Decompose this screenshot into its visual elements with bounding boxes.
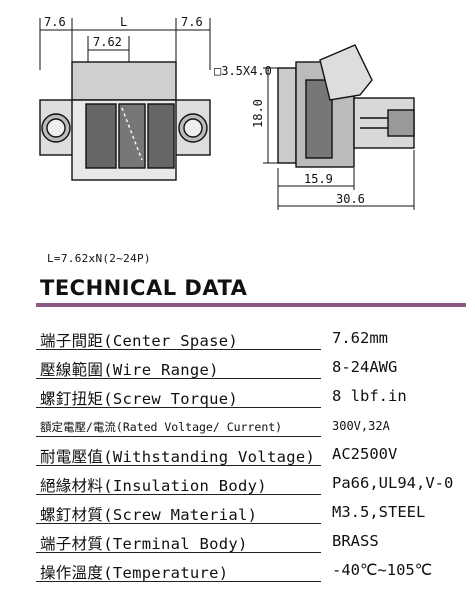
- spec-label: 操作溫度(Temperature): [40, 564, 229, 582]
- spec-row: 額定電壓/電流(Rated Voltage/ Current) 300V,32A: [36, 412, 466, 441]
- dim-left: 7.6: [44, 15, 66, 29]
- connector-drawing: 7.6 L 7.6 7.62 □3.5X4.0 18: [39, 15, 415, 210]
- spec-value: AC2500V: [332, 445, 398, 463]
- spec-underline: [36, 465, 321, 466]
- spec-value: M3.5,STEEL: [332, 503, 426, 521]
- spec-value: BRASS: [332, 532, 379, 550]
- spec-underline: [36, 494, 321, 495]
- spec-row: 螺釘材質(Screw Material) M3.5,STEEL: [36, 499, 466, 528]
- spec-label: 螺釘材質(Screw Material): [40, 506, 258, 524]
- spec-underline: [36, 349, 321, 350]
- spec-row: 端子材質(Terminal Body) BRASS: [36, 528, 466, 557]
- spec-row: 端子間距(Center Spase) 7.62mm: [36, 325, 466, 354]
- spec-row: 螺釘扭矩(Screw Torque) 8 lbf.in: [36, 383, 466, 412]
- spec-row: 絕緣材料(Insulation Body) Pa66,UL94,V-0: [36, 470, 466, 499]
- dim-pitch: 7.62: [93, 35, 122, 49]
- dim-right: 7.6: [181, 15, 203, 29]
- spec-value: 8-24AWG: [332, 358, 398, 376]
- spec-label: 耐電壓值(Withstanding Voltage): [40, 448, 316, 466]
- dim-height: 18.0: [251, 99, 265, 128]
- spec-row: 壓線範圍(Wire Range) 8-24AWG: [36, 354, 466, 383]
- spec-underline: [36, 436, 321, 437]
- spec-value: 7.62mm: [332, 329, 388, 347]
- spec-label: 壓線範圍(Wire Range): [40, 361, 219, 379]
- spec-label: 端子間距(Center Spase): [40, 332, 239, 350]
- spec-label: 螺釘扭矩(Screw Torque): [40, 390, 239, 408]
- spec-value: -40℃~105℃: [332, 561, 433, 579]
- dim-depth-small: 15.9: [304, 172, 333, 186]
- length-formula: L=7.62xN(2~24P): [47, 252, 151, 265]
- spec-underline: [36, 581, 321, 582]
- spec-value: 300V,32A: [332, 419, 390, 433]
- spec-label: 額定電壓/電流(Rated Voltage/ Current): [40, 420, 283, 434]
- spec-value: Pa66,UL94,V-0: [332, 474, 454, 492]
- section-heading: TECHNICAL DATA: [40, 276, 248, 300]
- spec-underline: [36, 378, 321, 379]
- dim-depth-total: 30.6: [336, 192, 365, 206]
- spec-table: 端子間距(Center Spase) 7.62mm 壓線範圍(Wire Rang…: [36, 325, 466, 586]
- dim-center: L: [120, 15, 127, 29]
- spec-underline: [36, 407, 321, 408]
- dim-pin: □3.5X4.0: [214, 64, 272, 78]
- spec-row: 耐電壓值(Withstanding Voltage) AC2500V: [36, 441, 466, 470]
- front-view: [39, 61, 211, 181]
- spec-label: 端子材質(Terminal Body): [40, 535, 248, 553]
- spec-label: 絕緣材料(Insulation Body): [40, 477, 267, 495]
- spec-underline: [36, 523, 321, 524]
- spec-row: 操作溫度(Temperature) -40℃~105℃: [36, 557, 466, 586]
- spec-underline: [36, 552, 321, 553]
- side-view: [277, 44, 415, 168]
- heading-rule: [36, 303, 466, 307]
- spec-value: 8 lbf.in: [332, 387, 407, 405]
